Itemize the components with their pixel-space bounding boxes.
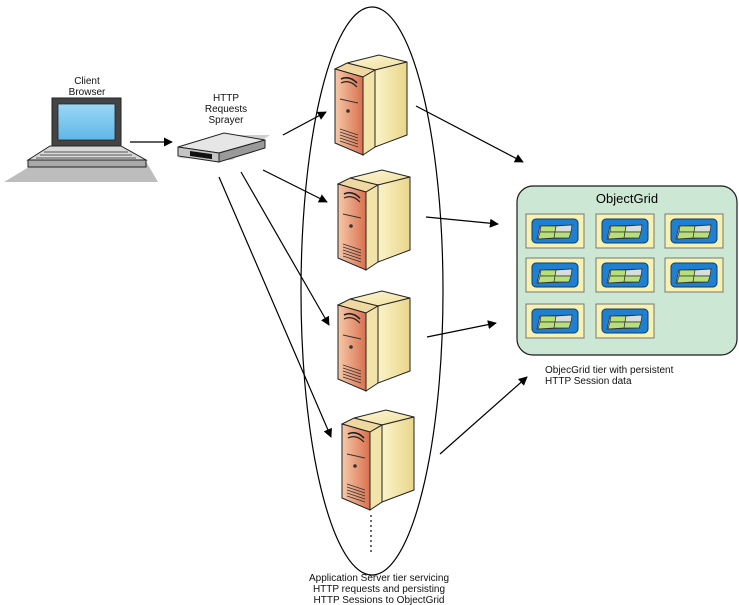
grid-cell-5 [595, 257, 655, 293]
arrow-server-1-to-grid [415, 105, 524, 163]
server-icon-1 [334, 54, 408, 156]
arrow-sprayer-to-server-1 [282, 111, 327, 136]
grid-cell-4 [525, 257, 585, 293]
client-label: Client Browser [57, 76, 117, 98]
grid-cell-1 [525, 213, 585, 249]
laptop-icon [26, 97, 148, 168]
arrow-sprayer-to-server-4 [218, 176, 332, 438]
objectgrid-caption-line-2: HTTP Session data [545, 376, 632, 387]
grid-cell-2 [595, 213, 655, 249]
app-tier-caption-line-1: Application Server tier servicing [308, 573, 450, 584]
arrow-server-3-to-grid [426, 320, 497, 338]
arrows [130, 105, 528, 455]
objectgrid-caption-line-1: ObjecGrid tier with persistent [545, 365, 674, 376]
server-icon-2 [337, 169, 411, 271]
objectgrid-title: ObjectGrid [595, 191, 659, 206]
app-tier-caption-line-2: HTTP requests and persisting [312, 584, 446, 595]
more-servers-ellipsis [370, 515, 372, 552]
client-label-line-1: Client [74, 76, 100, 87]
router-icon [177, 132, 266, 163]
grid-cell-8 [595, 303, 655, 339]
arrow-server-4-to-grid [439, 376, 528, 455]
grid-cell-3 [664, 213, 724, 249]
objectgrid-caption: ObjecGrid tier with persistent HTTP Sess… [545, 365, 695, 387]
client-label-line-2: Browser [68, 87, 106, 98]
arrow-sprayer-to-server-2 [262, 169, 328, 203]
arrow-sprayer-to-server-3 [240, 171, 330, 326]
grid-cell-6 [664, 257, 724, 293]
sprayer-label-line-1: HTTP [212, 93, 240, 104]
sprayer-label-line-2: Requests [204, 104, 248, 115]
sprayer-label-line-3: Sprayer [208, 115, 244, 126]
app-server-tier-ellipse [300, 6, 444, 576]
app-tier-caption: Application Server tier servicing HTTP r… [296, 573, 462, 605]
arrow-server-2-to-grid [425, 216, 499, 228]
app-tier-caption-line-3: HTTP Sessions to ObjectGrid [313, 595, 445, 605]
server-icon-3 [337, 290, 411, 392]
sprayer-label: HTTP Requests Sprayer [196, 93, 256, 126]
server-icon-4 [341, 409, 415, 511]
grid-cell-7 [525, 303, 585, 339]
